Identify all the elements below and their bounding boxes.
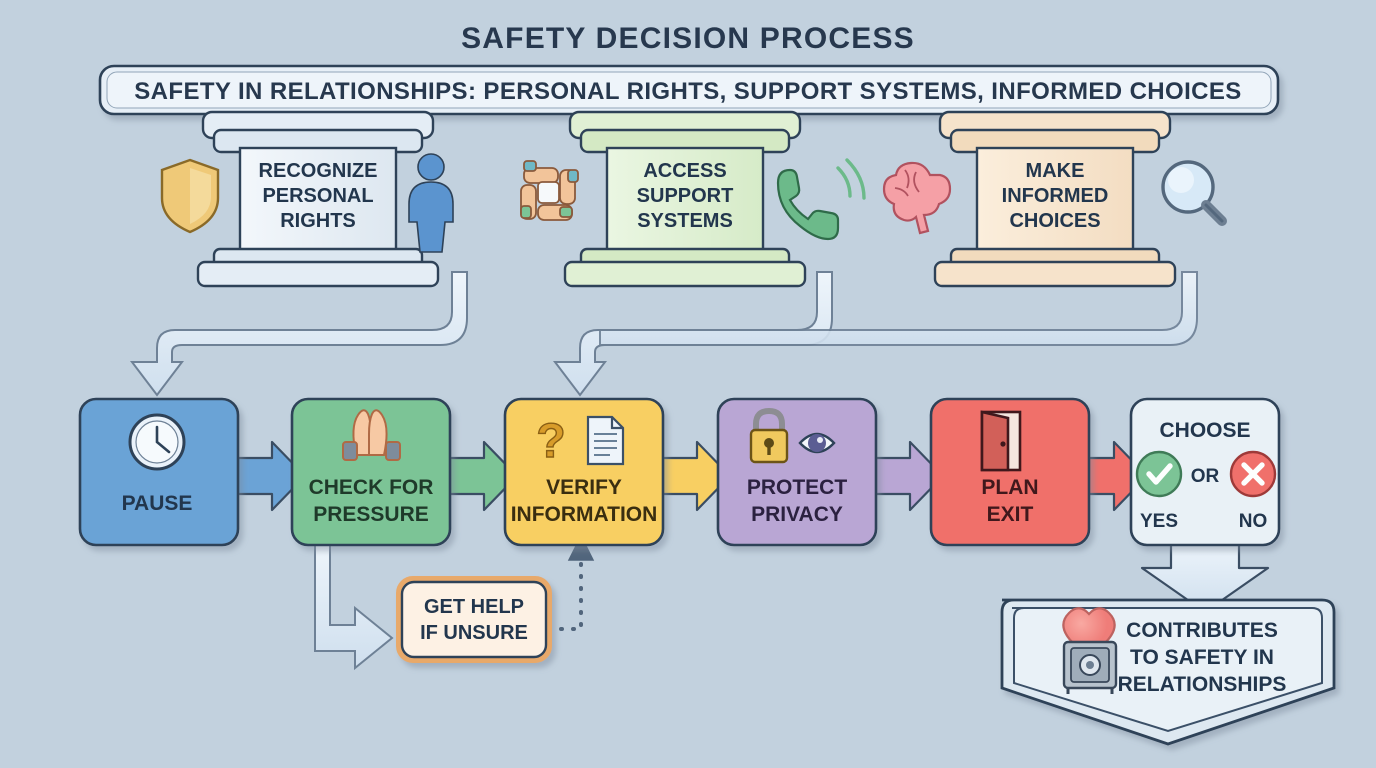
- step-pause-label: PAUSE: [122, 492, 193, 515]
- pillar-support-systems-line1: ACCESS: [643, 160, 726, 182]
- arrow-verify-to-privacy: [661, 440, 732, 512]
- step-plan-exit-line1: PLAN: [981, 476, 1038, 499]
- step-plan-exit-line2: EXIT: [987, 503, 1034, 526]
- x-circle-icon: [1229, 450, 1277, 498]
- step-verify-information-line1: VERIFY: [546, 476, 622, 499]
- subtitle-banner-label: SAFETY IN RELATIONSHIPS: PERSONAL RIGHTS…: [134, 78, 1241, 105]
- pillar-informed-choices[interactable]: MAKE INFORMED CHOICES: [882, 110, 1227, 288]
- arrow-check-to-verify: [448, 440, 519, 512]
- clock-icon: [128, 413, 186, 471]
- outcome-line1: CONTRIBUTES: [1126, 619, 1278, 642]
- decision-yes-label: YES: [1140, 511, 1178, 532]
- outcome-banner[interactable]: CONTRIBUTES TO SAFETY IN RELATIONSHIPS: [1000, 598, 1336, 746]
- shield-icon: [160, 158, 220, 234]
- phone-call-icon: [776, 158, 866, 241]
- check-circle-icon: [1135, 450, 1183, 498]
- pillar-informed-choices-line1: MAKE: [1026, 160, 1085, 182]
- step-check-pressure[interactable]: CHECK FOR PRESSURE: [290, 397, 452, 547]
- pillar-informed-choices-line3: CHOICES: [1009, 210, 1100, 232]
- node-get-help[interactable]: GET HELP IF UNSURE: [396, 576, 552, 663]
- step-protect-privacy[interactable]: PROTECT PRIVACY: [716, 397, 878, 547]
- pillar-support-systems[interactable]: ACCESS SUPPORT SYSTEMS: [520, 110, 866, 288]
- arrow-pause-to-check: [236, 440, 307, 512]
- exit-door-icon: [980, 410, 1022, 472]
- node-get-help-line1: GET HELP: [424, 596, 524, 618]
- step-verify-information[interactable]: ? VERIFY INFORMATION: [503, 397, 665, 547]
- outcome-line3: RELATIONSHIPS: [1118, 673, 1287, 696]
- connector-pillar3-rail: [599, 271, 1198, 346]
- connector-check-to-gethelp: [314, 542, 394, 671]
- step-protect-privacy-line2: PRIVACY: [751, 503, 843, 526]
- pillar-informed-choices-line2: INFORMED: [1002, 185, 1109, 207]
- helping-hands-icon: [520, 160, 579, 221]
- decision-choose[interactable]: CHOOSE OR YES NO: [1129, 397, 1281, 547]
- pillar-personal-rights[interactable]: RECOGNIZE PERSONAL RIGHTS: [160, 110, 454, 288]
- safe-vault-icon: [1062, 640, 1118, 694]
- node-get-help-line2: IF UNSURE: [420, 622, 528, 644]
- magnifier-icon: [1161, 160, 1227, 226]
- decision-no-label: NO: [1239, 511, 1268, 532]
- step-check-pressure-line1: CHECK FOR: [309, 476, 434, 499]
- subtitle-banner: SAFETY IN RELATIONSHIPS: PERSONAL RIGHTS…: [98, 64, 1280, 116]
- step-pause[interactable]: PAUSE: [78, 397, 240, 547]
- arrow-privacy-to-exit: [874, 440, 945, 512]
- pillar-support-systems-line2: SUPPORT: [637, 185, 734, 207]
- step-protect-privacy-line1: PROTECT: [747, 476, 848, 499]
- heart-icon: [1062, 607, 1116, 661]
- stop-hands-icon: [342, 409, 401, 461]
- page-title: SAFETY DECISION PROCESS: [461, 22, 915, 55]
- document-icon: [586, 415, 625, 466]
- svg-text:?: ?: [536, 415, 565, 468]
- outcome-line2: TO SAFETY IN: [1130, 646, 1274, 669]
- eye-icon: [798, 432, 836, 454]
- step-plan-exit[interactable]: PLAN EXIT: [929, 397, 1091, 547]
- pillar-personal-rights-line3: RIGHTS: [280, 210, 356, 232]
- step-verify-information-line2: INFORMATION: [511, 503, 658, 526]
- connector-pillar1-to-pause: [129, 271, 468, 397]
- question-mark-icon: ?: [536, 414, 567, 468]
- pillar-support-systems-line3: SYSTEMS: [637, 210, 733, 232]
- decision-choose-title: CHOOSE: [1159, 419, 1250, 442]
- person-icon: [408, 153, 454, 253]
- pillar-personal-rights-line2: PERSONAL: [262, 185, 373, 207]
- decision-or-label: OR: [1191, 466, 1220, 487]
- pillar-personal-rights-line1: RECOGNIZE: [259, 160, 378, 182]
- feedback-gethelp-to-verify: [547, 534, 595, 631]
- brain-icon: [882, 161, 952, 235]
- step-check-pressure-line2: PRESSURE: [313, 503, 429, 526]
- lock-icon: [749, 407, 789, 464]
